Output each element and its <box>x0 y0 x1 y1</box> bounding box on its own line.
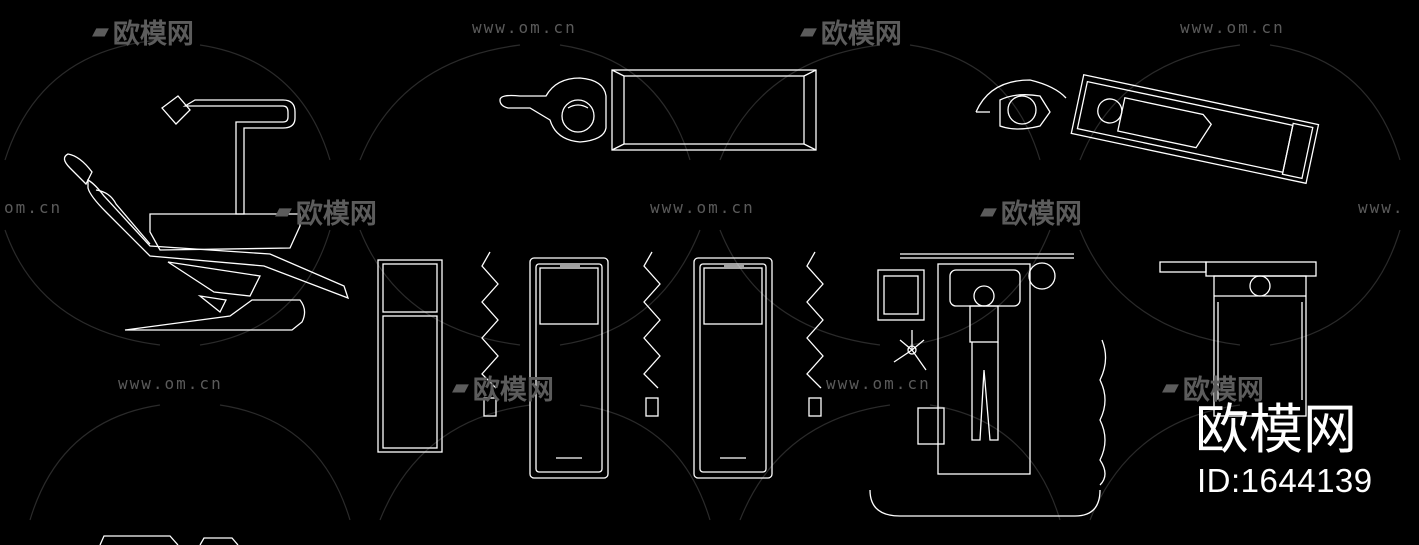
watermark-brand: ▰欧模网 <box>452 368 554 407</box>
watermark-text: 欧模网 <box>1182 375 1264 406</box>
watermark-text: 欧模网 <box>295 199 377 230</box>
watermark-text: 欧模网 <box>112 19 194 50</box>
watermark-brand: ▰欧模网 <box>1162 368 1264 407</box>
workstation-plan <box>869 253 1107 517</box>
tall-cabinet-right <box>693 257 773 479</box>
watermark-text: 欧模网 <box>1000 199 1082 230</box>
sofa-icon: ▰ <box>275 199 292 224</box>
tall-cabinet-left <box>529 257 609 479</box>
sofa-icon: ▰ <box>92 19 109 44</box>
watermark-url: www.om.cn <box>118 374 223 393</box>
sofa-icon: ▰ <box>1162 375 1179 400</box>
watermark-url: www.om.cn <box>1180 18 1285 37</box>
watermark-url: www.om.cn <box>472 18 577 37</box>
dental-chair-rotated-view <box>975 73 1320 185</box>
cabinet-elevation <box>377 259 443 453</box>
sofa-icon: ▰ <box>452 375 469 400</box>
hose-coils <box>481 251 824 417</box>
watermark-brand: ▰欧模网 <box>980 192 1082 231</box>
sofa-icon: ▰ <box>800 19 817 44</box>
partial-shapes-bottom <box>99 535 239 545</box>
watermark-text: 欧模网 <box>472 375 554 406</box>
watermark-brand: ▰欧模网 <box>92 12 194 51</box>
watermark-url: www.om.cn <box>826 374 931 393</box>
watermark-url: www.om.cn <box>650 198 755 217</box>
watermark-text: 欧模网 <box>820 19 902 50</box>
watermark-url-partial: www. <box>1358 198 1405 217</box>
watermark-brand: ▰欧模网 <box>800 12 902 51</box>
dental-chair-vertical-view <box>1159 261 1317 417</box>
dental-chair-side-view <box>63 95 350 331</box>
dental-chair-top-view <box>499 69 817 151</box>
sofa-icon: ▰ <box>980 199 997 224</box>
watermark-url-partial: om.cn <box>4 198 63 217</box>
brand-name: 欧模网 <box>1195 398 1357 461</box>
watermark-brand: ▰欧模网 <box>275 192 377 231</box>
brand-id: ID:1644139 <box>1197 462 1373 499</box>
